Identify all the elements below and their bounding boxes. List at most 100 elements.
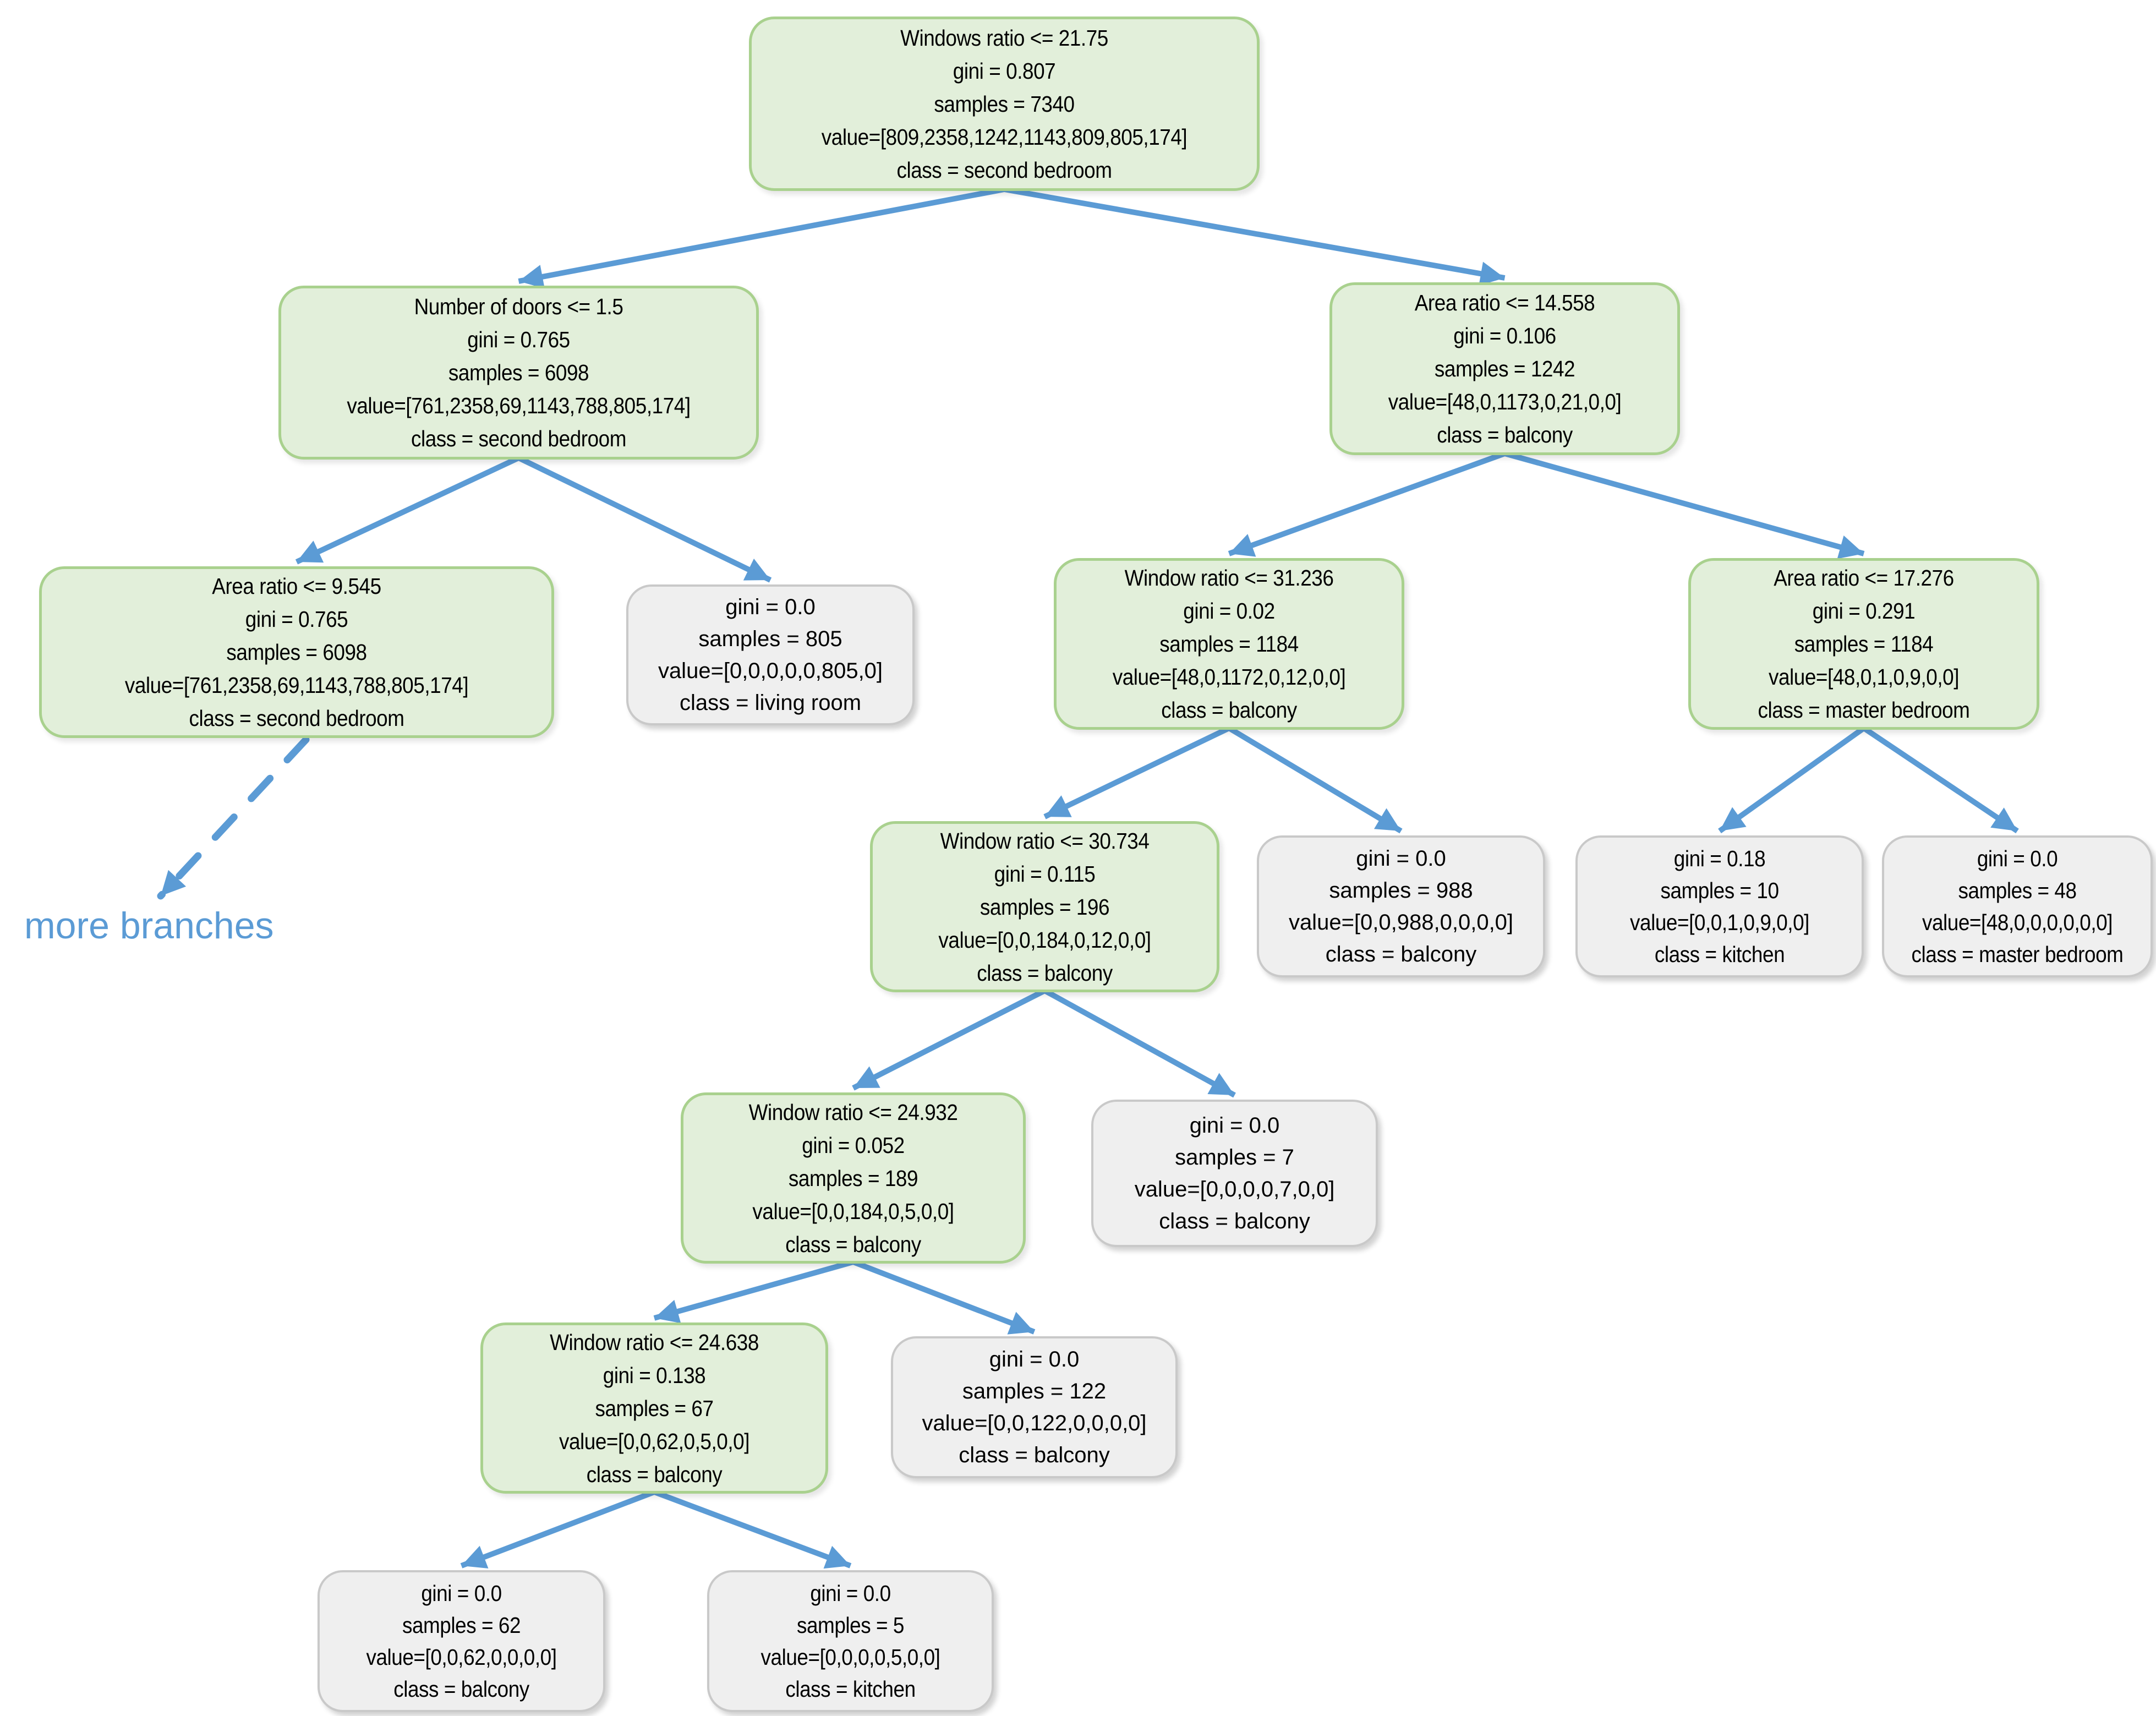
node-text-line: value=[48,0,1172,0,12,0,0]: [1112, 664, 1346, 690]
edge: [1228, 451, 1506, 557]
node-text-line: samples = 805: [698, 627, 842, 651]
tree-node-leaf5: gini = 0.0 samples = 5 value=[0,0,0,0,5,0,…: [707, 1570, 994, 1712]
node-text-line: Area ratio <= 14.558: [1414, 290, 1595, 315]
node-text-line: value=[0,0,62,0,5,0,0]: [559, 1428, 750, 1454]
edge: [1718, 725, 1865, 834]
tree-node-window30: Window ratio <= 30.734 gini = 0.115 sample…: [870, 821, 1219, 992]
edge: [295, 455, 520, 565]
node-text-line: gini = 0.765: [245, 606, 348, 632]
node-text-line: class = second bedroom: [411, 426, 627, 451]
node-text-line: value=[761,2358,69,1143,788,805,174]: [347, 393, 691, 418]
node-text-line: gini = 0.807: [953, 58, 1056, 84]
node-text-line: samples = 62: [402, 1613, 521, 1638]
node-text-line: value=[0,0,0,0,5,0,0]: [760, 1644, 940, 1670]
node-text-line: Window ratio <= 24.932: [748, 1099, 958, 1125]
node-text-line: value=[809,2358,1242,1143,809,805,174]: [821, 124, 1188, 150]
node-text-line: samples = 6098: [226, 640, 367, 665]
node-text-line: gini = 0.291: [1812, 598, 1916, 624]
more-branches-label: more branches: [24, 905, 274, 947]
tree-node-leaf48: gini = 0.0 samples = 48 value=[48,0,0,0,0,…: [1882, 835, 2153, 977]
node-text-line: class = master bedroom: [1758, 697, 1970, 723]
node-text-line: samples = 5: [796, 1613, 905, 1638]
node-text-line: class = second bedroom: [896, 157, 1112, 183]
node-text-line: class = balcony: [586, 1461, 723, 1487]
node-text-line: gini = 0.0: [725, 595, 816, 619]
node-text-line: class = balcony: [1159, 1209, 1310, 1233]
edge: [653, 1489, 852, 1569]
node-text-line: class = balcony: [959, 1443, 1110, 1467]
node-text-line: samples = 7: [1175, 1145, 1294, 1169]
node-text-line: class = balcony: [785, 1231, 921, 1257]
node-text-line: value=[0,0,184,0,12,0,0]: [938, 927, 1151, 953]
node-text-line: value=[48,0,1,0,9,0,0]: [1768, 664, 1960, 690]
node-text-line: gini = 0.115: [994, 861, 1096, 887]
node-text-line: samples = 988: [1329, 878, 1473, 903]
node-text-line: samples = 196: [979, 894, 1110, 920]
node-text-line: class = balcony: [1437, 422, 1573, 447]
node-text-line: gini = 0.765: [467, 327, 570, 352]
node-text-line: Area ratio <= 17.276: [1774, 565, 1954, 591]
node-text-line: value=[0,0,122,0,0,0,0]: [922, 1411, 1147, 1435]
node-text-line: class = kitchen: [1654, 942, 1785, 967]
edge: [1862, 725, 2019, 834]
node-text-line: samples = 1184: [1794, 631, 1934, 657]
tree-node-area9: Area ratio <= 9.545 gini = 0.765 samples =…: [39, 566, 554, 738]
node-text-line: Window ratio <= 24.638: [550, 1329, 759, 1355]
node-text-line: value=[0,0,988,0,0,0,0]: [1288, 910, 1514, 934]
node-text-line: gini = 0.106: [1453, 323, 1556, 348]
dashed-edge: [157, 736, 310, 900]
node-text-line: class = living room: [679, 691, 862, 715]
node-text-line: gini = 0.0: [421, 1581, 502, 1606]
edge: [460, 1489, 655, 1569]
node-text-line: value=[0,0,184,0,5,0,0]: [752, 1198, 954, 1224]
tree-node-win24932: Window ratio <= 24.932 gini = 0.052 sample…: [681, 1092, 1026, 1264]
node-text-line: gini = 0.0: [1189, 1113, 1280, 1138]
edge: [1043, 725, 1230, 819]
node-text-line: gini = 0.0: [989, 1347, 1080, 1371]
node-text-line: class = second bedroom: [189, 706, 404, 731]
edge: [518, 187, 1005, 289]
edge: [1004, 187, 1506, 286]
node-text-line: gini = 0.02: [1183, 598, 1275, 624]
node-text-line: value=[48,0,1173,0,21,0,0]: [1388, 389, 1622, 414]
node-text-line: gini = 0.0: [810, 1581, 891, 1606]
node-text-line: class = balcony: [977, 960, 1113, 986]
node-text-line: gini = 0.18: [1673, 846, 1766, 871]
node-text-line: Window ratio <= 30.734: [940, 828, 1150, 854]
edge: [1504, 451, 1865, 559]
edge: [517, 455, 772, 583]
tree-node-area17: Area ratio <= 17.276 gini = 0.291 samples …: [1688, 558, 2039, 730]
edge: [852, 1259, 1036, 1335]
node-text-line: samples = 6098: [448, 360, 589, 385]
node-text-line: samples = 189: [788, 1165, 918, 1191]
node-text-line: gini = 0.0: [1977, 846, 2058, 871]
node-text-line: Windows ratio <= 21.75: [900, 25, 1108, 51]
node-text-line: gini = 0.0: [1356, 846, 1446, 871]
edge: [1227, 725, 1403, 834]
node-text-line: value=[48,0,0,0,0,0,0]: [1922, 910, 2113, 935]
tree-node-leaf122: gini = 0.0 samples = 122 value=[0,0,122,0,…: [891, 1336, 1178, 1478]
node-text-line: value=[0,0,1,0,9,0,0]: [1630, 910, 1809, 935]
node-text-line: value=[761,2358,69,1143,788,805,174]: [124, 673, 469, 698]
edge: [852, 988, 1046, 1091]
node-text-line: samples = 122: [962, 1379, 1107, 1403]
node-text-line: class = balcony: [1325, 942, 1477, 966]
node-text-line: class = balcony: [393, 1676, 529, 1702]
node-text-line: value=[0,0,0,0,7,0,0]: [1134, 1177, 1335, 1201]
tree-node-leaf7: gini = 0.0 samples = 7 value=[0,0,0,0,7,0,…: [1091, 1100, 1378, 1247]
tree-node-leaf988: gini = 0.0 samples = 988 value=[0,0,988,0,…: [1257, 835, 1545, 977]
node-text-line: gini = 0.052: [802, 1132, 905, 1158]
edge: [1043, 988, 1236, 1098]
node-text-line: samples = 48: [1958, 878, 2077, 903]
node-text-line: class = master bedroom: [1911, 942, 2124, 967]
node-text-line: Area ratio <= 9.545: [212, 573, 381, 599]
node-text-line: class = kitchen: [785, 1676, 916, 1702]
